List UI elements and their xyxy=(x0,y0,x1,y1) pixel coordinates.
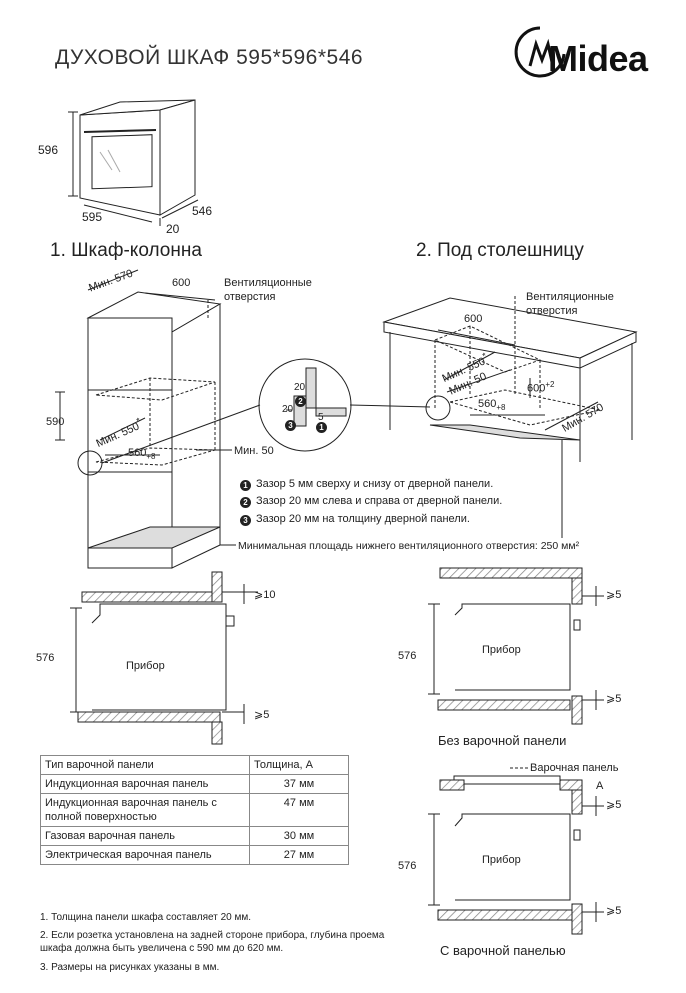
rb-device: Прибор xyxy=(482,854,521,866)
side-section-right-top xyxy=(437,567,583,725)
s1-w560: 560+8 xyxy=(128,447,156,462)
rt-h576: 576 xyxy=(398,650,417,662)
table-cell: Индукционная варочная панель xyxy=(40,774,250,794)
rt-ge5a: ⩾5 xyxy=(606,589,622,601)
dim-door: 20 xyxy=(166,222,180,236)
s2-w600: 600 xyxy=(464,313,483,325)
hob-thickness-table: Тип варочной панели Толщина, A Индукцион… xyxy=(40,755,349,865)
dim-height: 596 xyxy=(38,143,59,157)
s2-h600: 600+2 xyxy=(527,380,555,395)
table-cell: Электрическая варочная панель xyxy=(40,845,250,865)
rb-h576: 576 xyxy=(398,860,417,872)
table-cell: Газовая варочная панель xyxy=(40,826,250,846)
footnote-1: 1. Толщина панели шкафа составляет 20 мм… xyxy=(40,912,252,923)
dim-depth: 546 xyxy=(192,204,213,218)
rb-a: A xyxy=(596,780,604,792)
detail-marker-1: 1 xyxy=(316,422,327,433)
rb-ge5b: ⩾5 xyxy=(606,905,622,917)
brand-name: Midea xyxy=(548,38,648,79)
detail-marker-3: 3 xyxy=(285,420,296,431)
footnote-2: 2. Если розетка установлена на задней ст… xyxy=(40,930,385,954)
column-cabinet xyxy=(77,269,222,569)
detail-gap-20b: 20 xyxy=(282,404,294,415)
rt-caption: Без варочной панели xyxy=(438,733,567,748)
s2-w560: 560+8 xyxy=(478,398,506,413)
countertop-cabinet xyxy=(382,296,638,462)
left-ge5: ⩾5 xyxy=(254,709,270,721)
s1-min50: Мин. 50 xyxy=(234,445,274,457)
s1-vent: Вентиляционные отверстия xyxy=(224,277,312,303)
midea-logo-icon xyxy=(514,26,566,78)
side-section-right-bottom xyxy=(437,775,583,935)
side-section-left xyxy=(77,571,235,745)
table-cell: 47 мм xyxy=(249,793,349,827)
rb-caption: С варочной панелью xyxy=(440,943,566,958)
section-2-title: 2. Под столешницу xyxy=(416,240,584,261)
page-title: ДУХОВОЙ ШКАФ 595*596*546 xyxy=(55,46,364,69)
s1-w600: 600 xyxy=(172,277,191,289)
dim-width: 595 xyxy=(82,210,103,224)
detail-marker-2: 2 xyxy=(295,396,306,407)
left-h576: 576 xyxy=(36,652,55,664)
footnote-3: 3. Размеры на рисунках указаны в мм. xyxy=(40,962,220,973)
table-header-cell: Тип варочной панели xyxy=(40,755,250,775)
table-row: Газовая варочная панель 30 мм xyxy=(40,826,349,846)
s1-h590: 590 xyxy=(46,416,65,428)
min-vent-area: Минимальная площадь нижнего вентиляционн… xyxy=(238,540,580,552)
rt-ge5b: ⩾5 xyxy=(606,693,622,705)
left-device: Прибор xyxy=(126,660,165,672)
detail-gap-5: 5 xyxy=(318,412,324,423)
table-cell: 37 мм xyxy=(249,774,349,794)
rb-panel: Варочная панель xyxy=(530,762,619,774)
table-row: Электрическая варочная панель 27 мм xyxy=(40,845,349,865)
oven-3d-icon xyxy=(79,99,196,216)
left-ge10: ⩾10 xyxy=(254,589,276,601)
rb-ge5a: ⩾5 xyxy=(606,799,622,811)
table-row: Индукционная варочная панель 37 мм xyxy=(40,774,349,794)
table-row: Индукционная варочная панель с полной по… xyxy=(40,793,349,827)
table-header-cell: Толщина, A xyxy=(249,755,349,775)
detail-gap-20a: 20 xyxy=(294,382,306,393)
rt-device: Прибор xyxy=(482,644,521,656)
table-header-row: Тип варочной панели Толщина, A xyxy=(40,755,349,775)
s2-vent: Вентиляционные отверстия xyxy=(526,291,614,317)
table-cell: Индукционная варочная панель с полной по… xyxy=(40,793,250,827)
section-1-title: 1. Шкаф-колонна xyxy=(50,240,202,261)
table-cell: 27 мм xyxy=(249,845,349,865)
table-cell: 30 мм xyxy=(249,826,349,846)
